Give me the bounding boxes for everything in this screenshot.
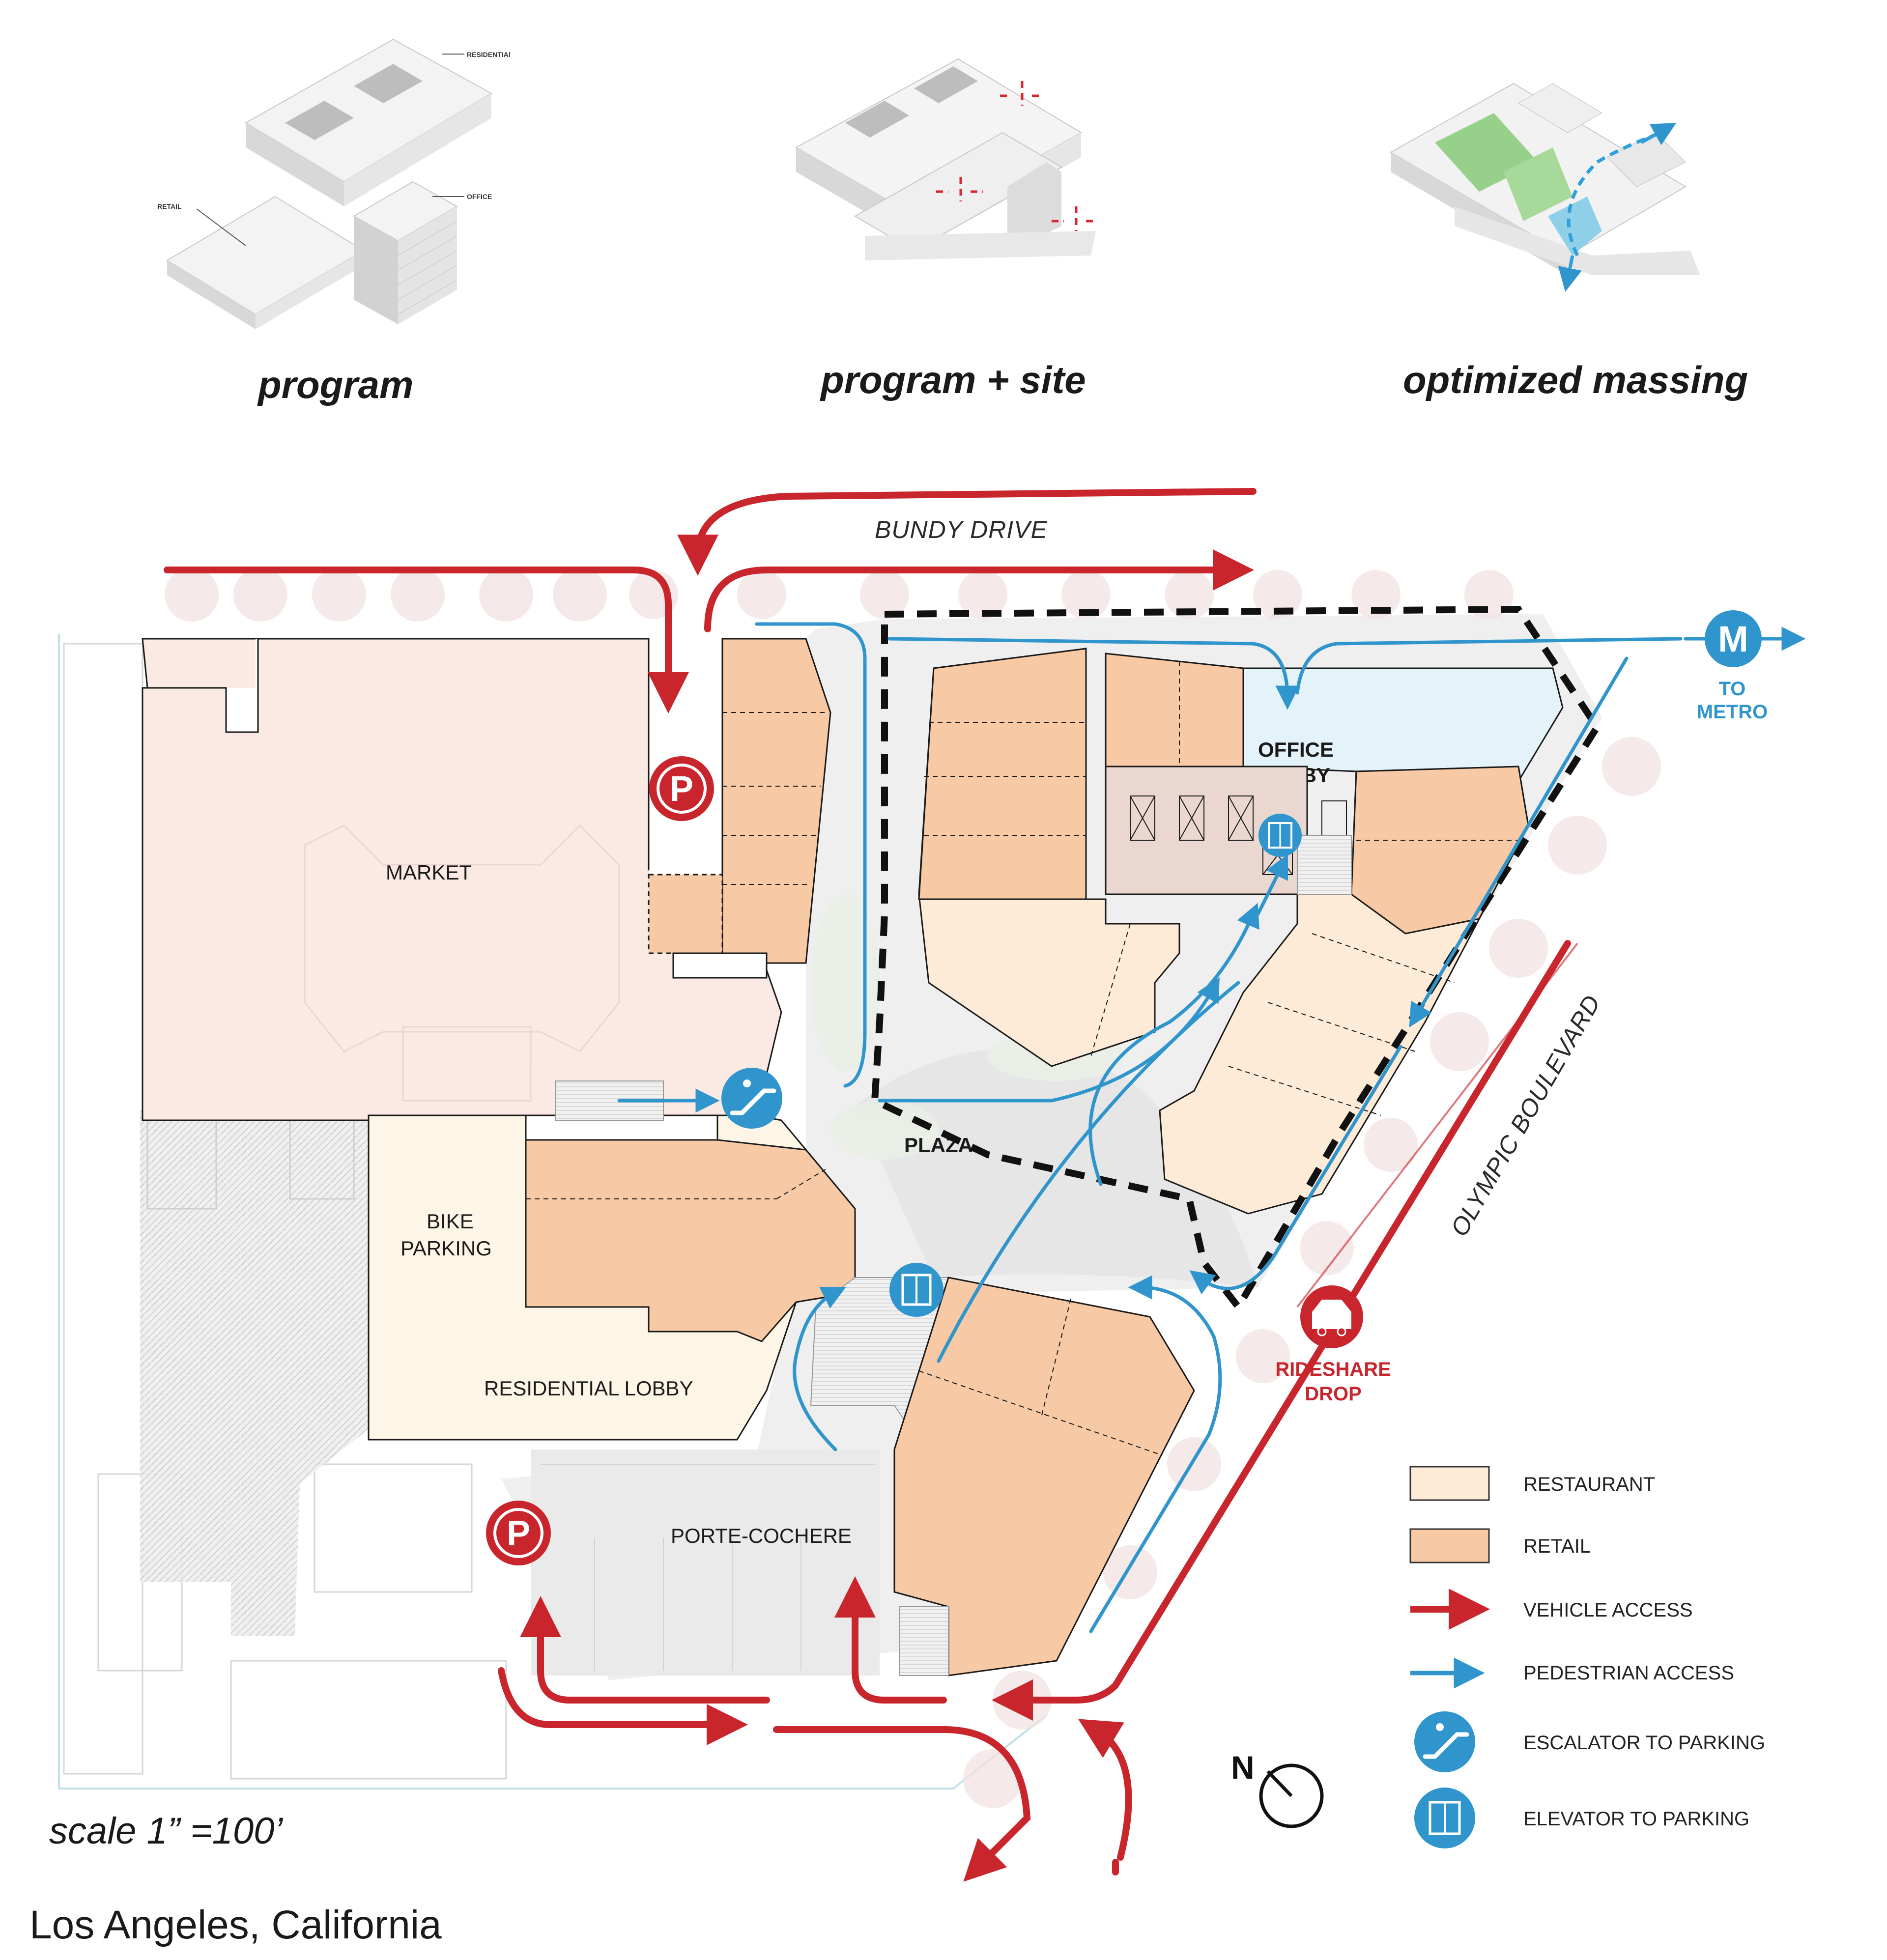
office-lobby-label-1: OFFICE [1258,738,1334,761]
conflict-marker-3 [1052,206,1098,231]
legend-escalator-icon [1414,1711,1475,1772]
retail-north-west [918,648,1087,900]
pedestrian-routes [617,622,1806,1633]
north-arrow-icon: N [1231,1749,1324,1828]
retail-north-small [1105,653,1244,767]
parking-icon-north[interactable]: P [649,756,714,821]
phase-boundary [871,605,1601,1313]
rideshare-label-2: DROP [1305,1383,1362,1405]
svg-text:P: P [507,1514,530,1553]
residential-lobby-label: RESIDENTIAL LOBBY [484,1377,693,1400]
metro-label-1: TO [1719,678,1746,700]
escalator-icon[interactable] [721,1068,782,1129]
conflict-marker-2 [936,177,983,201]
legend-elevator: ELEVATOR TO PARKING [1523,1808,1749,1830]
svg-text:N: N [1231,1749,1255,1786]
legend-restaurant: RESTAURANT [1523,1474,1655,1495]
legend-swatch-restaurant [1409,1466,1490,1501]
residential-callout: RESIDENTIAl [467,51,511,58]
optimized-massing-diagram: optimized massing [1389,83,1748,401]
bike-parking-label-1: BIKE [427,1210,474,1233]
rideshare-icon[interactable] [1300,1285,1363,1348]
svg-text:M: M [1718,619,1748,659]
legend-pedestrian: PEDESTRIAN ACCESS [1523,1662,1734,1684]
porte-cochere-label: PORTE-COCHERE [671,1524,852,1547]
parking-icon-south[interactable]: P [486,1501,551,1565]
elevator-icon-office[interactable] [1258,814,1302,857]
vehicle-routes [164,488,1571,1882]
program-site-diagram: program + site [795,58,1098,401]
program-site-caption: program + site [820,358,1086,401]
market-label: MARKET [386,861,472,884]
metro-label-2: METRO [1697,701,1768,723]
conflict-marker-1 [1000,81,1044,106]
legend-elevator-icon [1414,1788,1475,1848]
legend-swatch-retail [1409,1528,1490,1563]
office-callout: OFFICE [467,193,492,200]
bundy-drive-label: BUNDY DRIVE [875,516,1048,543]
location-title: Los Angeles, California [29,1903,442,1947]
site-plan: PORTE-COCHERE MARKET BIKE PARKING [58,488,1806,1882]
retail-west [525,1139,856,1342]
elevator-icon-residential[interactable] [889,1263,944,1317]
legend-retail: RETAIL [1523,1535,1591,1557]
porte-cochere-zone [531,1449,880,1676]
svg-text:P: P [670,769,693,809]
legend-vehicle: VEHICLE ACCESS [1523,1599,1693,1621]
metro-icon[interactable]: M [1705,610,1762,667]
plaza-label: PLAZA [904,1134,973,1157]
legend-escalator: ESCALATOR TO PARKING [1523,1732,1765,1754]
program-diagram: RESIDENTIAl RETAIL OFFICE program [157,38,511,406]
program-caption: program [257,363,413,406]
legend: RESTAURANT RETAIL VEHICLE ACCESS PEDESTR… [1409,1466,1765,1848]
optimized-caption: optimized massing [1403,358,1748,401]
retail-east [1350,766,1529,935]
bike-parking-label-2: PARKING [400,1237,492,1260]
retail-callout: RETAIL [157,202,182,210]
scale-note: scale 1” =100’ [49,1810,283,1852]
street-trees-bundy [165,568,1514,622]
rideshare-label-1: RIDESHARE [1275,1359,1391,1380]
